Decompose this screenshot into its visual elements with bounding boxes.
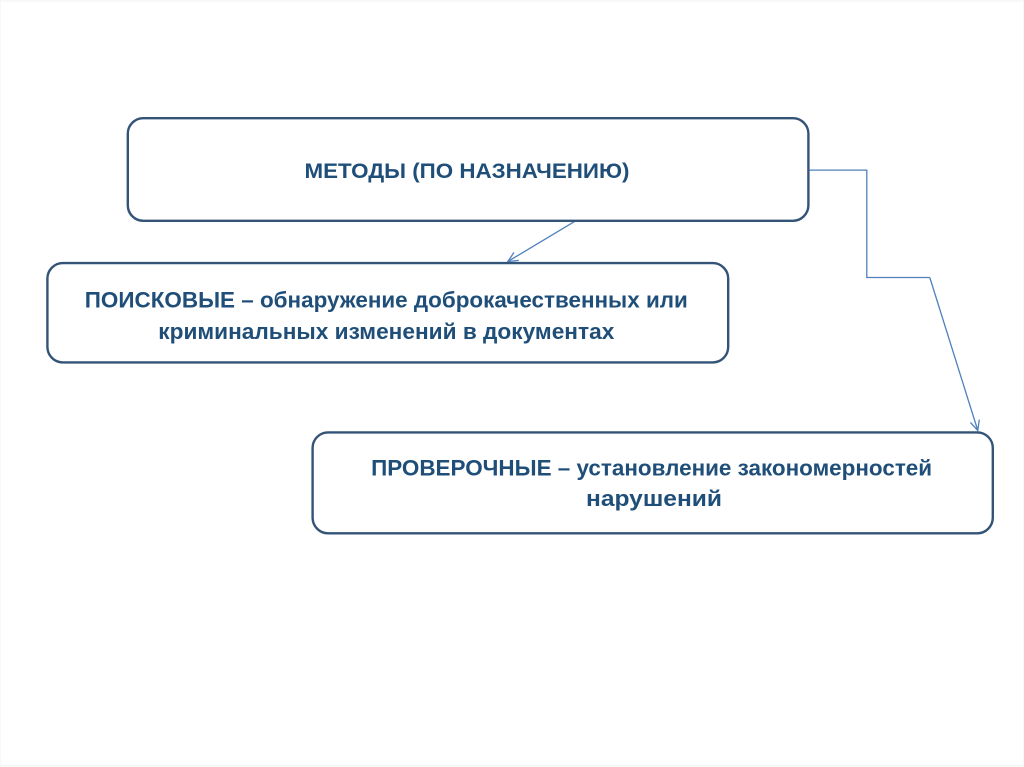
svg-text:нарушений: нарушений xyxy=(586,486,722,511)
svg-text:ПОИСКОВЫЕ – обнаружение доброк: ПОИСКОВЫЕ – обнаружение доброкачественны… xyxy=(85,288,688,313)
svg-text:ПРОВЕРОЧНЫЕ – установление зак: ПРОВЕРОЧНЫЕ – установление закономерност… xyxy=(371,456,932,481)
svg-text:криминальных изменений в докум: криминальных изменений в документах xyxy=(158,319,615,344)
svg-text:МЕТОДЫ (ПО НАЗНАЧЕНИЮ): МЕТОДЫ (ПО НАЗНАЧЕНИЮ) xyxy=(305,160,630,183)
